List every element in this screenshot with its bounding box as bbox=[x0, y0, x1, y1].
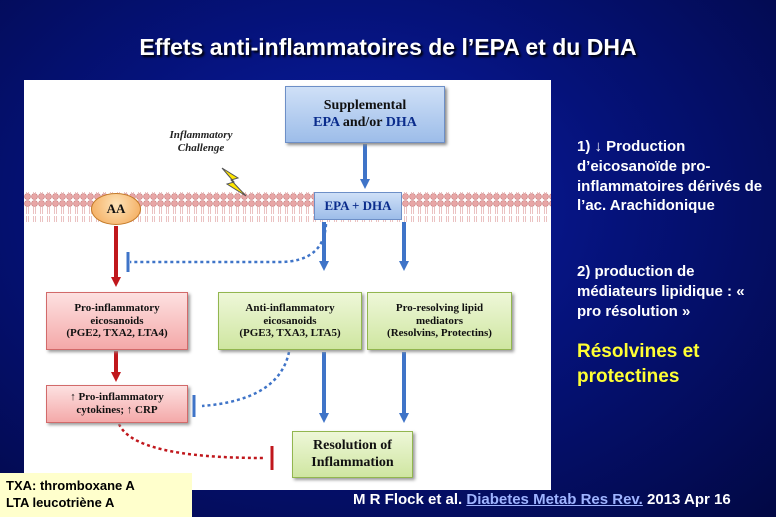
side-note-1: 1) ↓ Production d’eicosanoïde pro-inflam… bbox=[577, 138, 763, 215]
diagram-panel: Supplemental EPA and/or DHA Inflammatory… bbox=[24, 80, 551, 490]
inflammatory-challenge-label: Inflammatory Challenge bbox=[169, 129, 233, 155]
lightning-icon bbox=[221, 167, 247, 197]
slide-title: Effets anti-inflammatoires de l’EPA et d… bbox=[139, 34, 637, 60]
resolution-of-inflammation-box: Resolution of Inflammation bbox=[292, 431, 413, 478]
citation-journal-link[interactable]: Diabetes Metab Res Rev. bbox=[466, 491, 643, 508]
aa-node: AA bbox=[91, 193, 141, 225]
anti-inflammatory-eicosanoids-box: Anti-inflammatory eicosanoids (PGE3, TXA… bbox=[218, 292, 362, 350]
supplemental-line2: EPA and/or DHA bbox=[313, 114, 417, 130]
citation: M R Flock et al. Diabetes Metab Res Rev.… bbox=[353, 491, 731, 508]
inhibit-cyto-to-resol bbox=[117, 423, 265, 460]
inhibit-antiinf-to-cyto bbox=[201, 351, 291, 408]
supplemental-label: Supplemental bbox=[323, 98, 407, 114]
side-highlight: Résolvines et protectines bbox=[577, 341, 700, 387]
side-note-2: 2) production de médiateurs lipidique : … bbox=[577, 263, 745, 320]
pro-resolving-mediators-box: Pro-resolving lipid mediators (Resolvins… bbox=[367, 292, 512, 350]
citation-authors: M R Flock et al. bbox=[353, 491, 463, 508]
inhibit-epa-to-aa bbox=[130, 223, 328, 264]
pro-inflammatory-eicosanoids-box: Pro-inflammatory eicosanoids (PGE2, TXA2… bbox=[46, 292, 188, 350]
pro-inflammatory-cytokines-box: ↑ Pro-inflammatory cytokines; ↑ CRP bbox=[46, 385, 188, 423]
epa-dha-node: EPA + DHA bbox=[314, 192, 402, 220]
abbreviation-legend: TXA: thromboxane A LTA leucotriène A bbox=[0, 473, 192, 517]
citation-date: 2013 Apr 16 bbox=[647, 491, 731, 508]
supplemental-epa-dha-box: Supplemental EPA and/or DHA bbox=[285, 86, 445, 143]
